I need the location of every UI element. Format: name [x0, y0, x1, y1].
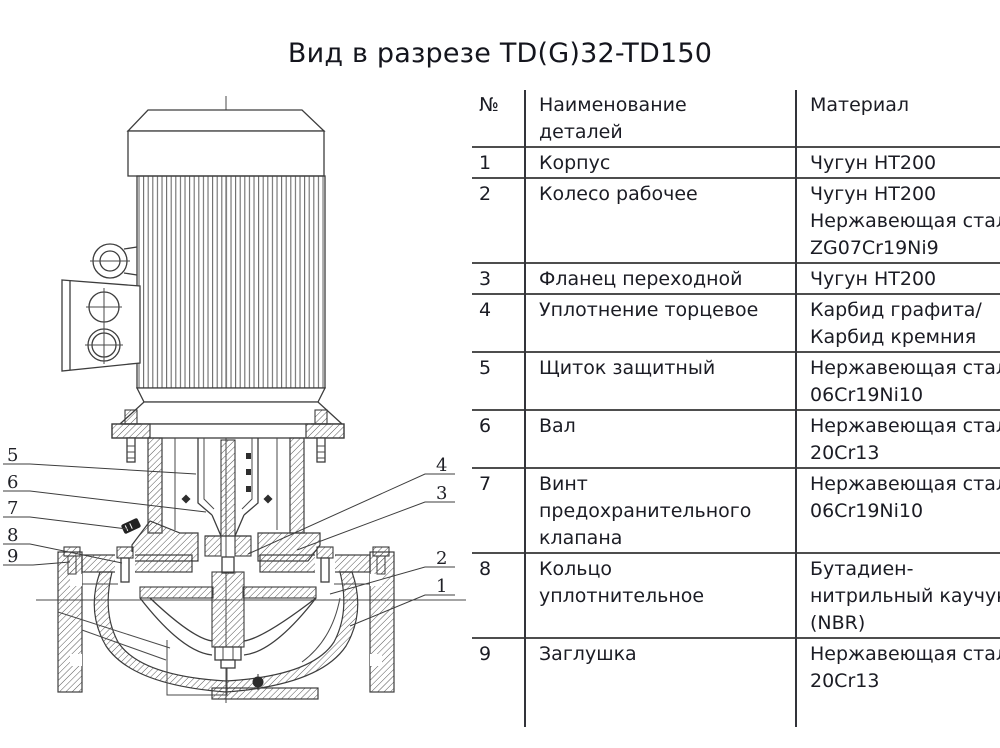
cell-name: Щиток защитный	[524, 351, 796, 410]
cell-name: Вал	[524, 409, 796, 468]
leader-line-1	[349, 594, 455, 627]
cell-material: Бутадиен- нитрильный каучук (NBR)	[795, 552, 1000, 638]
casing-foot	[211, 687, 319, 700]
leader-line-5	[3, 463, 197, 475]
motor-fan-cover	[126, 109, 326, 177]
header-num: №	[479, 94, 499, 116]
table-row: 7 Винт предохранительного клапана Нержав…	[472, 467, 1000, 553]
callout-6: 6	[7, 472, 18, 493]
table-row: 1 Корпус Чугун HT200	[472, 146, 1000, 178]
table-row: 8 Кольцо уплотнительное Бутадиен- нитрил…	[472, 552, 1000, 638]
table-header-row: № Наименование деталей Материал	[472, 90, 1000, 147]
table-row: 6 Вал Нержавеющая сталь 20Cr13	[472, 409, 1000, 468]
casing-stud-right	[315, 546, 335, 584]
callout-3: 3	[436, 483, 447, 504]
callout-5: 5	[7, 445, 18, 466]
callout-8: 8	[7, 525, 18, 546]
cell-name: Уплотнение торцевое	[524, 293, 796, 352]
volute-wall	[93, 571, 359, 693]
pump-cross-section-diagram: 5 6 7 8 9 4 3 2 1	[3, 96, 466, 703]
cable-gland	[90, 243, 138, 279]
table-row: 5 Щиток защитный Нержавеющая сталь 06Cr1…	[472, 351, 1000, 410]
cell-num: 2	[472, 177, 525, 263]
cell-material: Нержавеющая сталь 20Cr13	[795, 409, 1000, 468]
cell-name: Кольцо уплотнительное	[524, 552, 796, 638]
weld-dot-left	[181, 494, 191, 504]
cell-material: Нержавеющая сталь 20Cr13	[795, 637, 1000, 727]
cell-num: 7	[472, 467, 525, 553]
weld-dot-right	[263, 494, 273, 504]
cell-num: 8	[472, 552, 525, 638]
leader-line-6	[3, 490, 207, 513]
table-row: 2 Колесо рабочее Чугун HT200 Нержавеющая…	[472, 177, 1000, 263]
cell-material: Чугун HT200	[795, 262, 1000, 294]
motor-flange	[111, 423, 345, 439]
motor-body-fins	[136, 175, 326, 389]
cell-name: Корпус	[524, 146, 796, 178]
impeller	[139, 571, 317, 656]
cell-name: Колесо рабочее	[524, 177, 796, 263]
flange-bolt-right	[311, 409, 331, 463]
impeller-nut	[214, 646, 242, 669]
flange-plug-right	[372, 546, 390, 575]
leader-line-7	[3, 516, 128, 530]
protective-shield	[197, 438, 259, 516]
cell-num: 1	[472, 146, 525, 178]
cell-num: 9	[472, 637, 525, 727]
table-row: 9 Заглушка Нержавеющая сталь 20Cr13	[472, 637, 1000, 727]
leader-line-8	[3, 543, 123, 564]
mechanical-seal	[204, 535, 252, 574]
cell-num: 5	[472, 351, 525, 410]
header-material: Материал	[795, 90, 1000, 147]
casing-stud-left	[115, 546, 135, 584]
cell-name: Фланец переходной	[524, 262, 796, 294]
discharge-flange-right	[369, 551, 395, 693]
callout-9: 9	[7, 546, 18, 567]
adapter-flange	[131, 520, 321, 562]
leader-line-3	[296, 501, 455, 551]
cell-material: Нержавеющая сталь 06Cr19Ni10	[795, 351, 1000, 410]
lantern-bracket	[147, 437, 305, 534]
callout-7: 7	[7, 498, 18, 519]
cell-num: 6	[472, 409, 525, 468]
callout-4: 4	[436, 455, 447, 476]
motor-end-bell	[118, 387, 344, 425]
header-name: Наименование деталей	[524, 90, 796, 147]
parts-table: № Наименование деталей Материал 1 Корпус…	[472, 90, 1000, 727]
drain-plug	[252, 674, 264, 690]
table-row: 3 Фланец переходной Чугун HT200	[472, 262, 1000, 294]
flange-bolt-left	[121, 409, 141, 463]
casing-internal-lines	[57, 583, 370, 696]
cell-material: Чугун HT200 Нержавеющая сталь ZG07Cr19Ni…	[795, 177, 1000, 263]
cell-num: 3	[472, 262, 525, 294]
terminal-box	[61, 279, 141, 372]
cell-material: Чугун HT200	[795, 146, 1000, 178]
cell-name: Заглушка	[524, 637, 796, 727]
page-title: Вид в разрезе TD(G)32-TD150	[287, 38, 713, 69]
cell-material: Карбид графита/ Карбид кремния	[795, 293, 1000, 352]
leader-line-2	[329, 566, 455, 595]
cell-material: Нержавеющая сталь 06Cr19Ni10	[795, 467, 1000, 553]
safety-valve-screw	[121, 518, 141, 534]
callout-2: 2	[436, 548, 447, 569]
cell-num: 4	[472, 293, 525, 352]
cell-name: Винт предохранительного клапана	[524, 467, 796, 553]
table-row: 4 Уплотнение торцевое Карбид графита/ Ка…	[472, 293, 1000, 352]
leader-line-9	[3, 561, 71, 566]
callout-1: 1	[436, 576, 447, 597]
suction-flange-left	[57, 551, 83, 693]
pump-shaft	[211, 439, 251, 537]
leader-line-4	[247, 473, 455, 555]
